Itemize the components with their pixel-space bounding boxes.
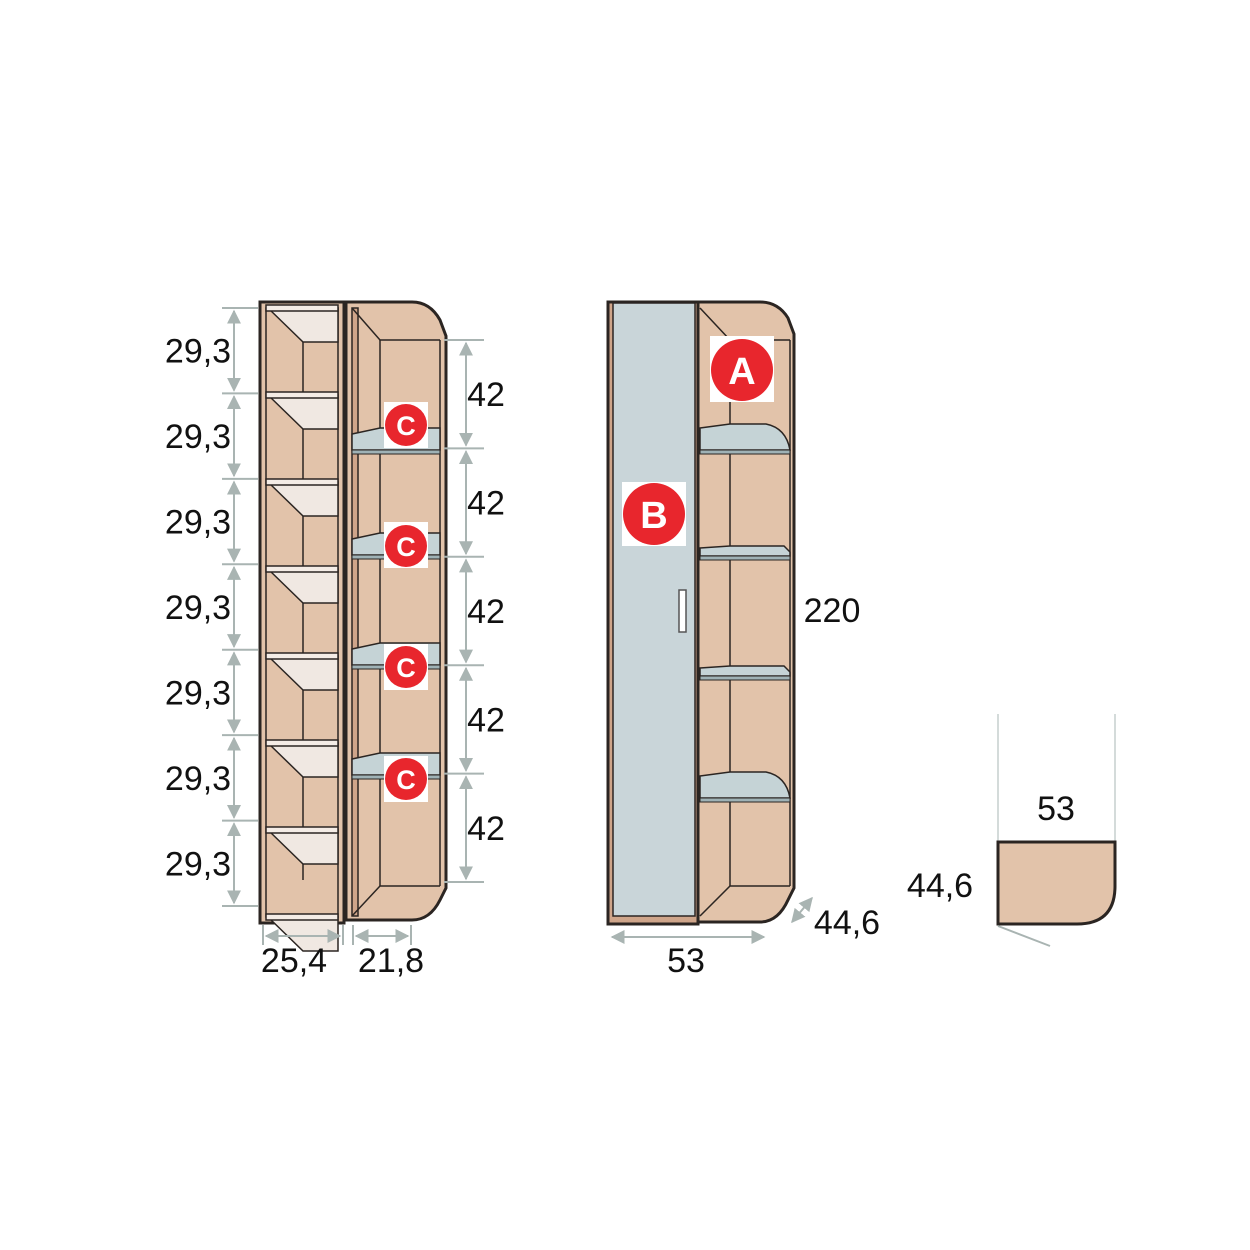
corner-bookcase-side: [351, 307, 359, 917]
height-label: 42: [467, 593, 505, 631]
plan-view-width-label: 53: [1037, 790, 1075, 828]
badge-c-label: C: [396, 653, 416, 683]
open-shelving-bottom-edge: [699, 885, 790, 917]
badge-c-circle: [385, 646, 427, 688]
badge-c-label: C: [396, 411, 416, 441]
width-label-right: 21,8: [358, 942, 424, 980]
badge-c-2: C: [384, 522, 428, 568]
left-shelf: [265, 391, 339, 399]
glass-shelf-edge: [699, 797, 791, 803]
glass-shelf: [699, 771, 791, 799]
left-height-dimensions: 29,3 29,3 29,3 29,3 29,3 29,3 29,3: [165, 307, 258, 907]
glass-shelf-edge: [699, 555, 791, 561]
badge-b-circle: [623, 483, 685, 545]
wardrobe-unit: [606, 300, 796, 926]
glass-shelf-edge: [699, 675, 791, 681]
plan-view-depth-label: 44,6: [907, 867, 973, 905]
left-width-dimensions: 25,4 21,8: [261, 925, 424, 980]
left-shelf: [265, 652, 339, 660]
height-label: 42: [467, 485, 505, 523]
open-shelving-shelves: [699, 423, 791, 803]
height-label: 29,3: [165, 504, 231, 542]
glass-shelf-edge: [699, 449, 791, 455]
height-label: 29,3: [165, 589, 231, 627]
left-shelf: [265, 826, 339, 834]
door-handle: [678, 589, 687, 633]
open-shelving-frame: [696, 300, 796, 924]
height-label: 42: [467, 810, 505, 848]
badge-a: A: [710, 336, 774, 402]
height-label: 29,3: [165, 333, 231, 371]
badge-b-label: B: [640, 495, 667, 537]
left-shelf: [265, 739, 339, 747]
corner-bookcase: [344, 300, 448, 922]
plan-view: 53 44,6: [907, 714, 1117, 947]
glass-shelf: [699, 423, 791, 451]
height-label: 29,3: [165, 845, 231, 883]
height-label: 42: [467, 376, 505, 414]
glass-shelf: [699, 665, 791, 677]
glass-shelf: [699, 545, 791, 557]
left-bookcase: [258, 300, 346, 952]
depth-label-middle: 44,6: [814, 904, 880, 942]
depth-arrow-middle: [791, 896, 813, 924]
height-label: 42: [467, 701, 505, 739]
badge-c-1: C: [384, 402, 428, 448]
badge-c-4: C: [384, 756, 428, 802]
plan-view-depth-guide: [997, 925, 1051, 947]
corner-height-dimensions: 42 42 42 42 42: [444, 339, 505, 883]
badge-b: B: [622, 482, 686, 546]
badge-c-3: C: [384, 644, 428, 690]
left-shelf: [265, 565, 339, 573]
plan-view-shape: [996, 840, 1117, 926]
left-shelf: [265, 304, 339, 312]
corner-bookcase-frame: [344, 300, 448, 922]
height-label: 29,3: [165, 674, 231, 712]
badge-c-label: C: [396, 532, 416, 562]
middle-dimensions: 220 53 44,6: [610, 592, 880, 980]
glass-shelf-edge: [351, 449, 441, 455]
corner-bookcase-bottom-edge: [351, 885, 440, 917]
left-shelf: [265, 913, 339, 921]
badge-c-circle: [385, 758, 427, 800]
badge-c-circle: [385, 525, 427, 567]
height-label: 29,3: [165, 418, 231, 456]
badge-a-circle: [711, 339, 773, 401]
badge-c-label: C: [396, 765, 416, 795]
height-label: 29,3: [165, 760, 231, 798]
wardrobe-door: [612, 302, 696, 917]
width-label-middle: 53: [667, 942, 705, 980]
badge-a-label: A: [728, 351, 755, 393]
total-height-label: 220: [804, 592, 861, 630]
left-shelf: [265, 478, 339, 486]
badge-c-circle: [385, 404, 427, 446]
width-label-left: 25,4: [261, 942, 327, 980]
